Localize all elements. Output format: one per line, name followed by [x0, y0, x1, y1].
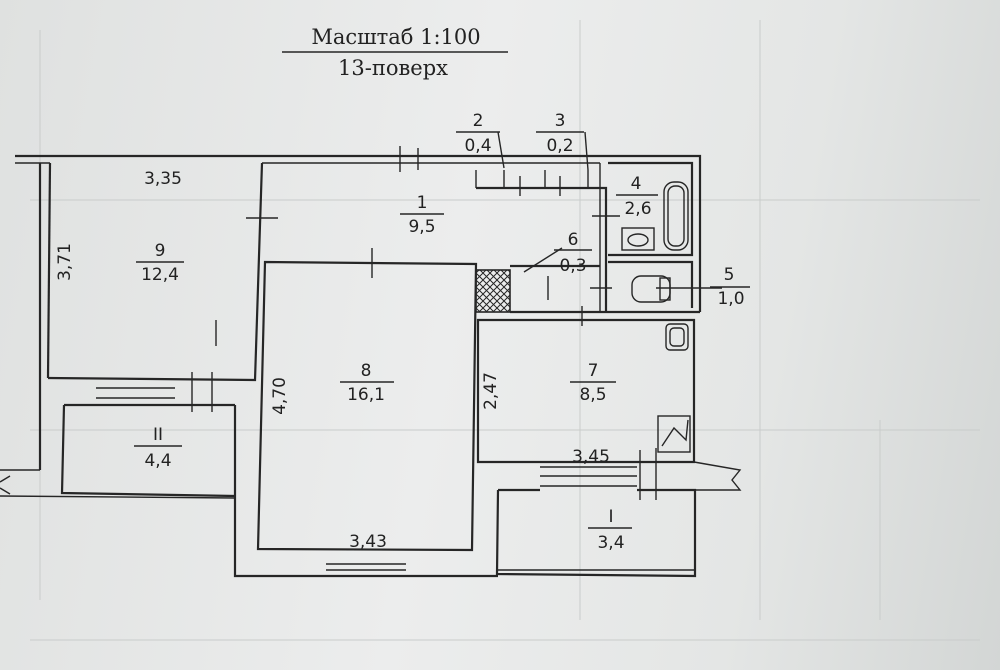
room7-depth-dim: 2,47 [481, 372, 501, 410]
room-7-label: 7 8,5 [570, 361, 616, 405]
fixtures [621, 181, 691, 453]
svg-text:3: 3 [555, 111, 566, 131]
svg-text:4,4: 4,4 [144, 451, 171, 471]
svg-text:1,0: 1,0 [717, 289, 744, 309]
svg-text:0,4: 0,4 [464, 136, 491, 156]
room-8-label: 8 16,1 [340, 361, 394, 405]
svg-text:9: 9 [155, 241, 166, 261]
room-9-label: 9 12,4 [136, 241, 184, 285]
room-2-label: 2 0,4 [456, 111, 500, 156]
toilet-icon [631, 275, 671, 303]
bathtub-icon [663, 181, 689, 251]
svg-text:12,4: 12,4 [141, 265, 179, 285]
balcony-II-label: II 4,4 [134, 425, 182, 471]
svg-text:0,3: 0,3 [559, 256, 586, 276]
svg-text:8: 8 [361, 361, 372, 381]
room-labels: 1 9,5 2 0,4 3 0,2 4 2,6 5 1,0 6 0,3 [134, 111, 750, 553]
floor-label: 13-поверх [338, 56, 448, 80]
sink-icon [665, 323, 689, 351]
svg-text:3,4: 3,4 [597, 533, 624, 553]
svg-text:9,5: 9,5 [408, 217, 435, 237]
svg-text:I: I [608, 507, 613, 527]
balcony-I-label: I 3,4 [588, 507, 632, 553]
room-1-label: 1 9,5 [400, 193, 444, 237]
room-5-label: 5 1,0 [710, 265, 750, 309]
svg-text:6: 6 [568, 230, 579, 250]
dimensions: 3,35 3,71 4,70 3,43 2,47 3,45 [55, 169, 610, 552]
walls [0, 131, 742, 578]
svg-text:2: 2 [473, 111, 484, 131]
room8-width-dim: 3,43 [349, 532, 387, 552]
room-4-label: 4 2,6 [616, 174, 658, 219]
svg-text:5: 5 [724, 265, 735, 285]
svg-text:II: II [153, 425, 163, 445]
title-block: Масштаб 1:100 13-поверх [282, 25, 508, 80]
room8-depth-dim: 4,70 [270, 377, 290, 415]
room-6-label: 6 0,3 [554, 230, 592, 276]
room7-width-dim: 3,45 [572, 447, 610, 467]
svg-text:8,5: 8,5 [579, 385, 606, 405]
svg-text:1: 1 [417, 193, 428, 213]
svg-text:7: 7 [588, 361, 599, 381]
background-grid [30, 20, 980, 641]
svg-text:16,1: 16,1 [347, 385, 385, 405]
svg-text:4: 4 [631, 174, 642, 194]
room9-width-dim: 3,35 [144, 169, 182, 189]
room-3-label: 3 0,2 [536, 111, 584, 156]
room9-depth-dim: 3,71 [55, 243, 75, 281]
scale-label: Масштаб 1:100 [311, 25, 480, 49]
stove-icon [657, 415, 691, 453]
svg-text:0,2: 0,2 [546, 136, 573, 156]
svg-text:2,6: 2,6 [624, 199, 651, 219]
washbasin-icon [621, 227, 655, 251]
